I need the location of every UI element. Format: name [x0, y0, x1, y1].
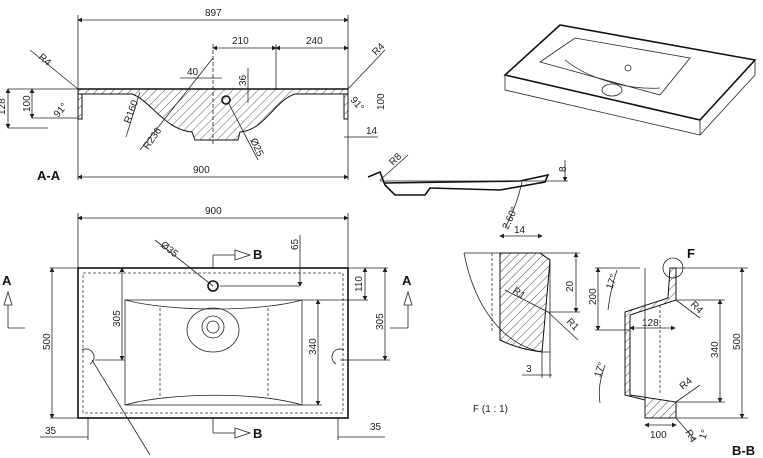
dim-dia25: Ø25: [247, 137, 265, 159]
dim-900-top: 900: [205, 206, 222, 217]
dim-110: 110: [354, 276, 365, 292]
top-view: 900 Ø35 B B A A 65 110 305 305 340 500 3…: [2, 206, 413, 456]
isometric-view: [503, 24, 757, 136]
dim-r4-bottom: R4: [682, 428, 698, 445]
dim-r160: R160: [122, 98, 141, 125]
dim-340-bb: 340: [710, 341, 721, 358]
dim-128: 128: [0, 98, 8, 115]
dim-128-bb: 128: [642, 318, 659, 329]
dim-14-detail: 14: [514, 225, 526, 236]
dim-100-bb: 100: [650, 430, 667, 441]
dim-897: 897: [205, 8, 222, 19]
angle-1: 1°: [697, 428, 711, 441]
dim-100-left: 100: [22, 95, 33, 112]
section-mark-a-right: A: [402, 273, 412, 288]
dim-240: 240: [306, 36, 323, 47]
dim-r236: R236: [141, 125, 164, 151]
dim-8: 8: [558, 166, 569, 172]
section-title-a-a: A-A: [37, 168, 61, 183]
dim-r8: R8: [387, 151, 404, 168]
dim-14: 14: [366, 126, 378, 137]
dim-r1-b: R1: [564, 316, 581, 333]
dim-210: 210: [232, 36, 249, 47]
detail-f-title: F (1 : 1): [473, 404, 508, 415]
section-mark-b-top: B: [253, 247, 262, 262]
dim-36: 36: [238, 74, 249, 86]
dim-r4-top: R4: [688, 299, 705, 316]
dim-305-left: 305: [112, 310, 123, 327]
dim-900-aa: 900: [193, 165, 210, 176]
dim-35-left: 35: [45, 426, 57, 437]
dim-r4-left: R4: [36, 52, 53, 69]
section-mark-b-bottom: B: [253, 426, 262, 441]
dim-500: 500: [42, 333, 53, 350]
angle-91-left: 91°: [52, 101, 70, 120]
dim-500-bb: 500: [732, 333, 743, 350]
section-a-a: 897 210 240 R4 R4 40 36 128 100 91° 91° …: [0, 8, 387, 183]
dim-65: 65: [290, 238, 301, 250]
dim-r4-mid: R4: [678, 375, 695, 392]
detail-f: 14 20 R1 R1 3 F (1 : 1): [463, 225, 581, 415]
angle-17-bottom: 17°: [592, 361, 608, 379]
dim-340: 340: [308, 338, 319, 355]
dim-r4-right: R4: [370, 41, 387, 58]
dim-40: 40: [187, 67, 199, 78]
side-profile: R8 8 2.60°: [367, 151, 569, 231]
section-b-b: F 17° 200 R4 128 340 500 17° R4 100 R4 1…: [588, 246, 755, 458]
dim-100-right: 100: [376, 93, 387, 110]
dim-35-right: 35: [370, 422, 382, 433]
dim-200: 200: [588, 288, 599, 305]
section-mark-a-left: A: [2, 273, 12, 288]
detail-marker-f: F: [687, 246, 695, 261]
angle-17-top: 17°: [604, 273, 620, 291]
section-title-b-b: B-B: [732, 443, 755, 458]
dim-3: 3: [526, 364, 532, 375]
angle-91-right: 91°: [348, 95, 366, 114]
dim-305-right: 305: [375, 313, 386, 330]
dim-20: 20: [565, 280, 576, 292]
